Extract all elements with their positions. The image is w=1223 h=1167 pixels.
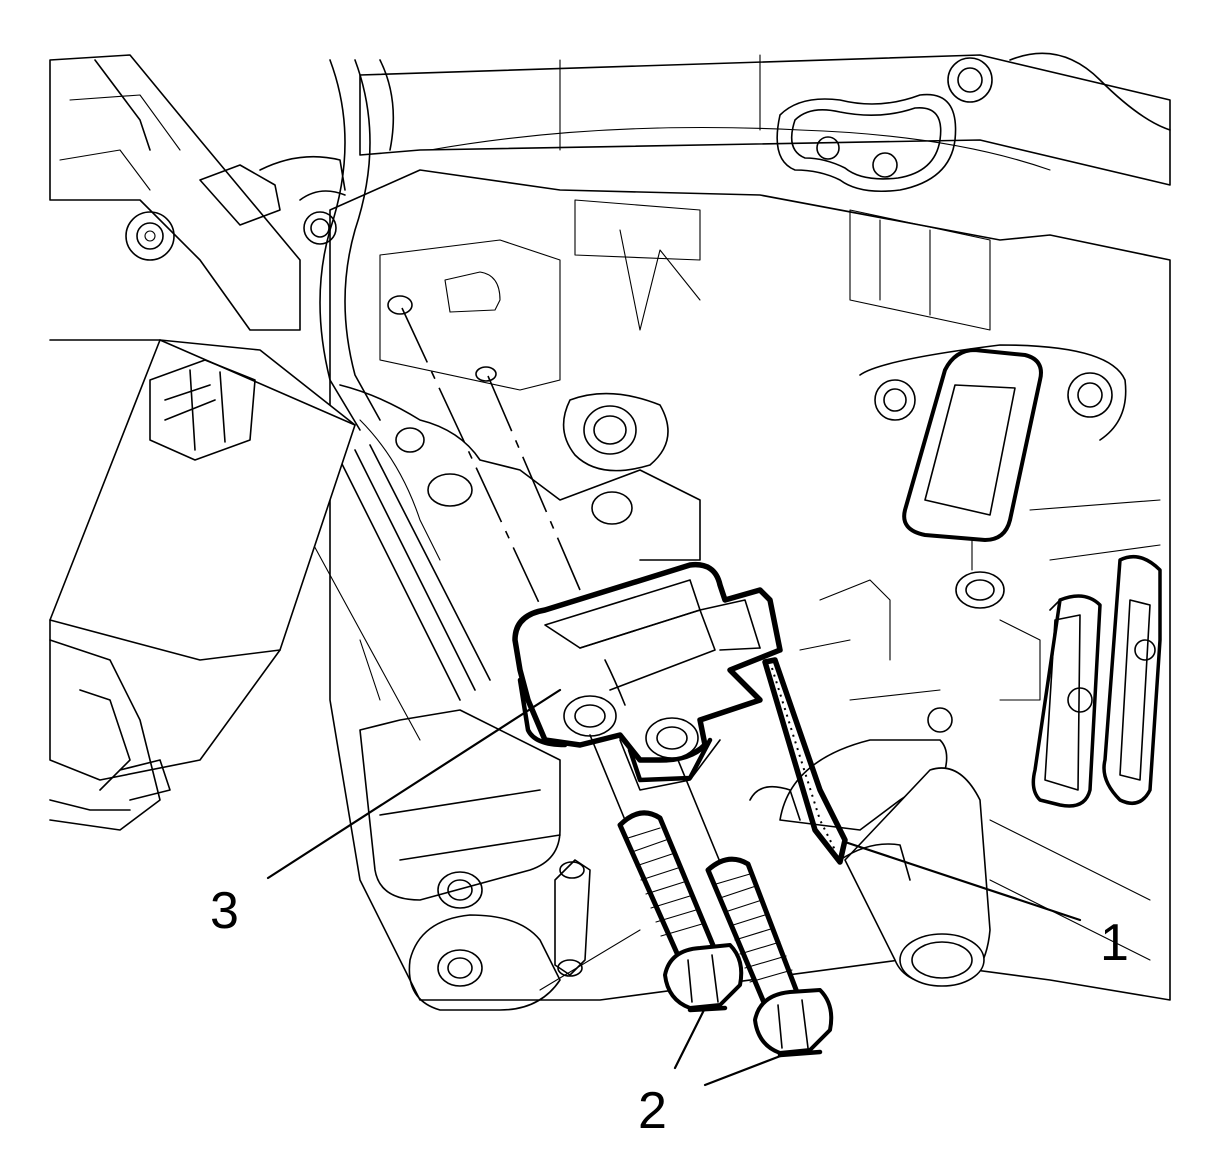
engine-block: [299, 52, 1171, 1011]
alignment-lines: [401, 307, 581, 606]
bolt-a: [617, 810, 744, 1013]
leader-1: [843, 840, 1082, 922]
bolts-part-2: [589, 734, 834, 1058]
bolt-b: [705, 856, 834, 1058]
leader-3: [266, 688, 562, 880]
leader-lines: [266, 688, 1082, 1087]
leader-2a: [673, 1006, 707, 1070]
callout-3: 3: [210, 882, 239, 940]
leader-2b: [703, 1053, 785, 1087]
callout-2: 2: [638, 1082, 667, 1140]
bracket-part-3: [512, 561, 783, 791]
gasket-part-1: [762, 657, 848, 865]
callout-1: 1: [1100, 914, 1129, 972]
left-component: [49, 54, 356, 831]
